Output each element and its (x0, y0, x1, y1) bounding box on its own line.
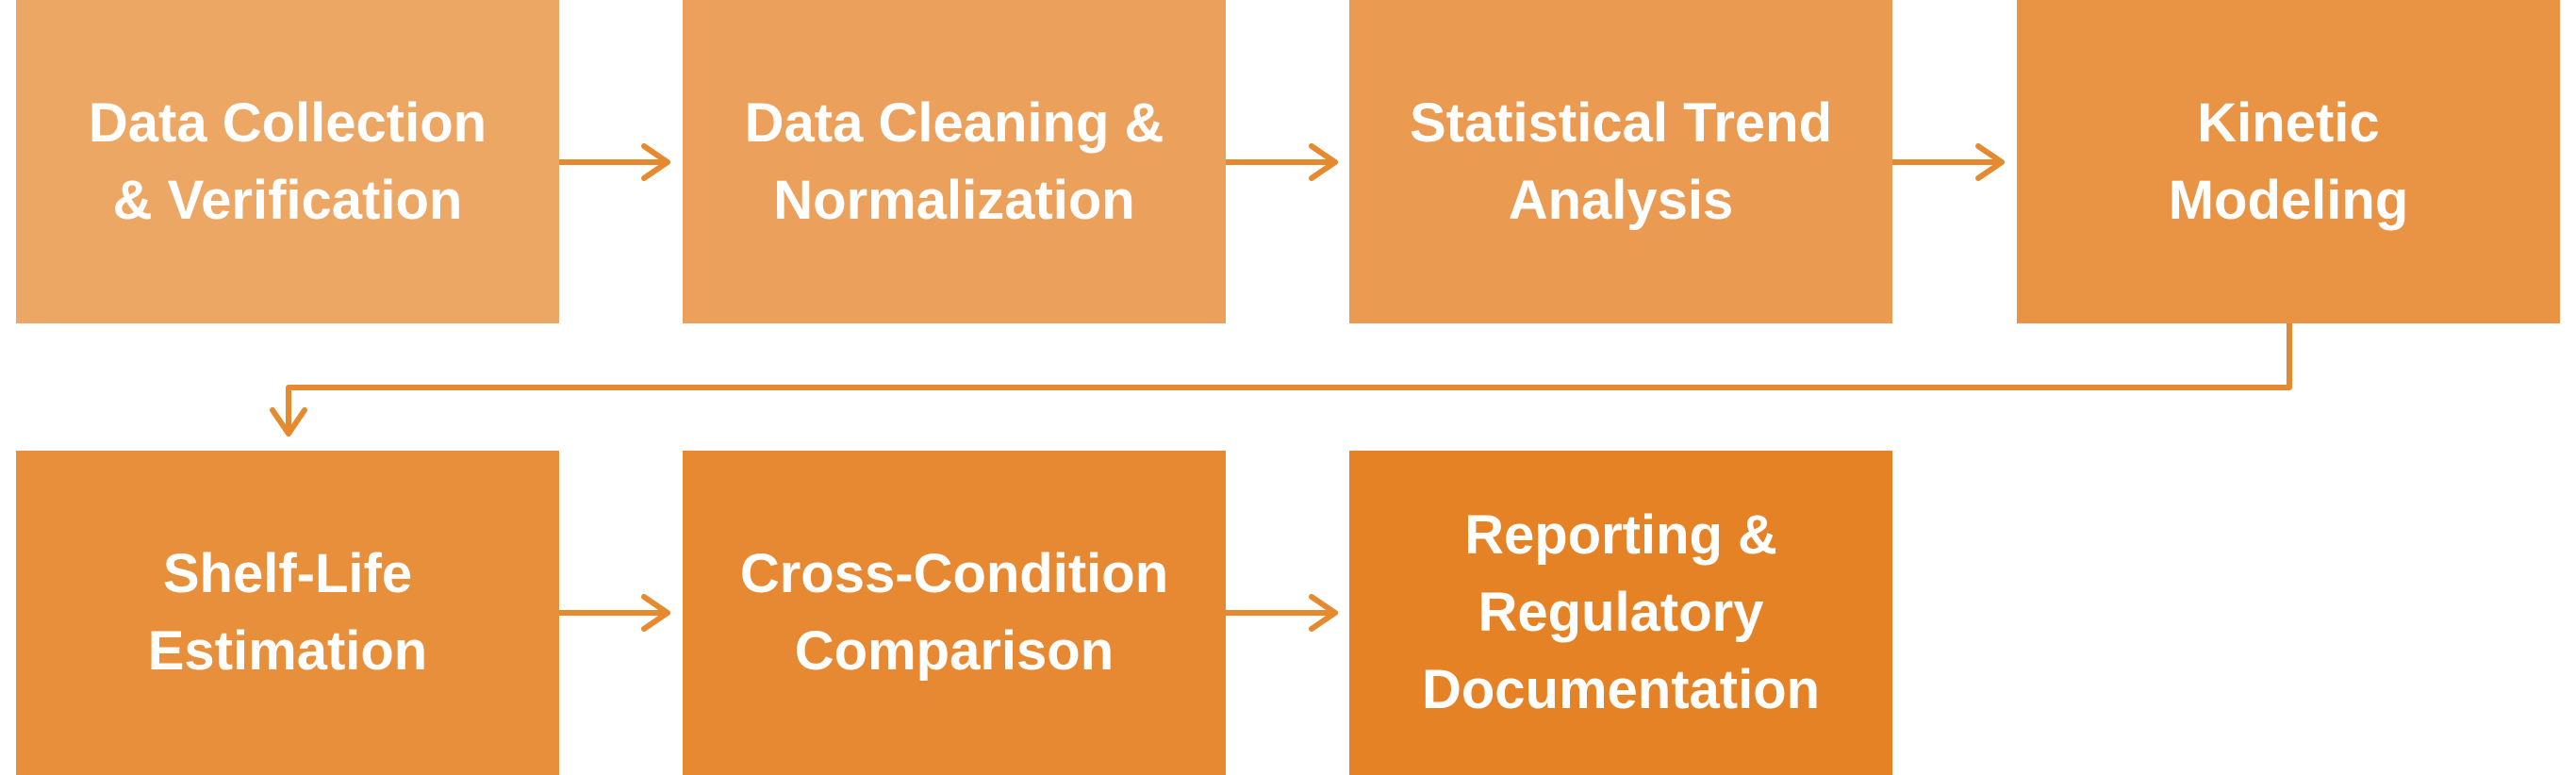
arrow-collection-to-cleaning (556, 143, 670, 181)
step-kinetic-modeling: Kinetic Modeling (2017, 0, 2560, 323)
step-data-collection: Data Collection & Verification (16, 0, 559, 323)
step-label: Kinetic Modeling (2168, 91, 2409, 231)
step-label: Data Collection & Verification (88, 91, 487, 231)
step-label: Reporting & Regulatory Documentation (1421, 504, 1821, 720)
step-label: Cross-Condition Comparison (739, 543, 1169, 682)
step-label: Shelf-Life Estimation (147, 543, 428, 682)
arrow-kinetic-to-shelf-life (270, 321, 2292, 437)
step-label: Data Cleaning & Normalization (744, 91, 1164, 231)
arrow-cleaning-to-trend (1223, 143, 1338, 181)
arrow-cross-condition-to-reporting (1223, 594, 1338, 632)
step-statistical-trend: Statistical Trend Analysis (1349, 0, 1892, 323)
step-label: Statistical Trend Analysis (1409, 91, 1833, 231)
step-reporting: Reporting & Regulatory Documentation (1349, 451, 1892, 775)
step-data-cleaning: Data Cleaning & Normalization (683, 0, 1226, 323)
step-cross-condition: Cross-Condition Comparison (683, 451, 1226, 775)
arrow-shelf-life-to-cross-condition (556, 594, 670, 632)
arrow-trend-to-kinetic (1890, 143, 2005, 181)
step-shelf-life: Shelf-Life Estimation (16, 451, 559, 775)
